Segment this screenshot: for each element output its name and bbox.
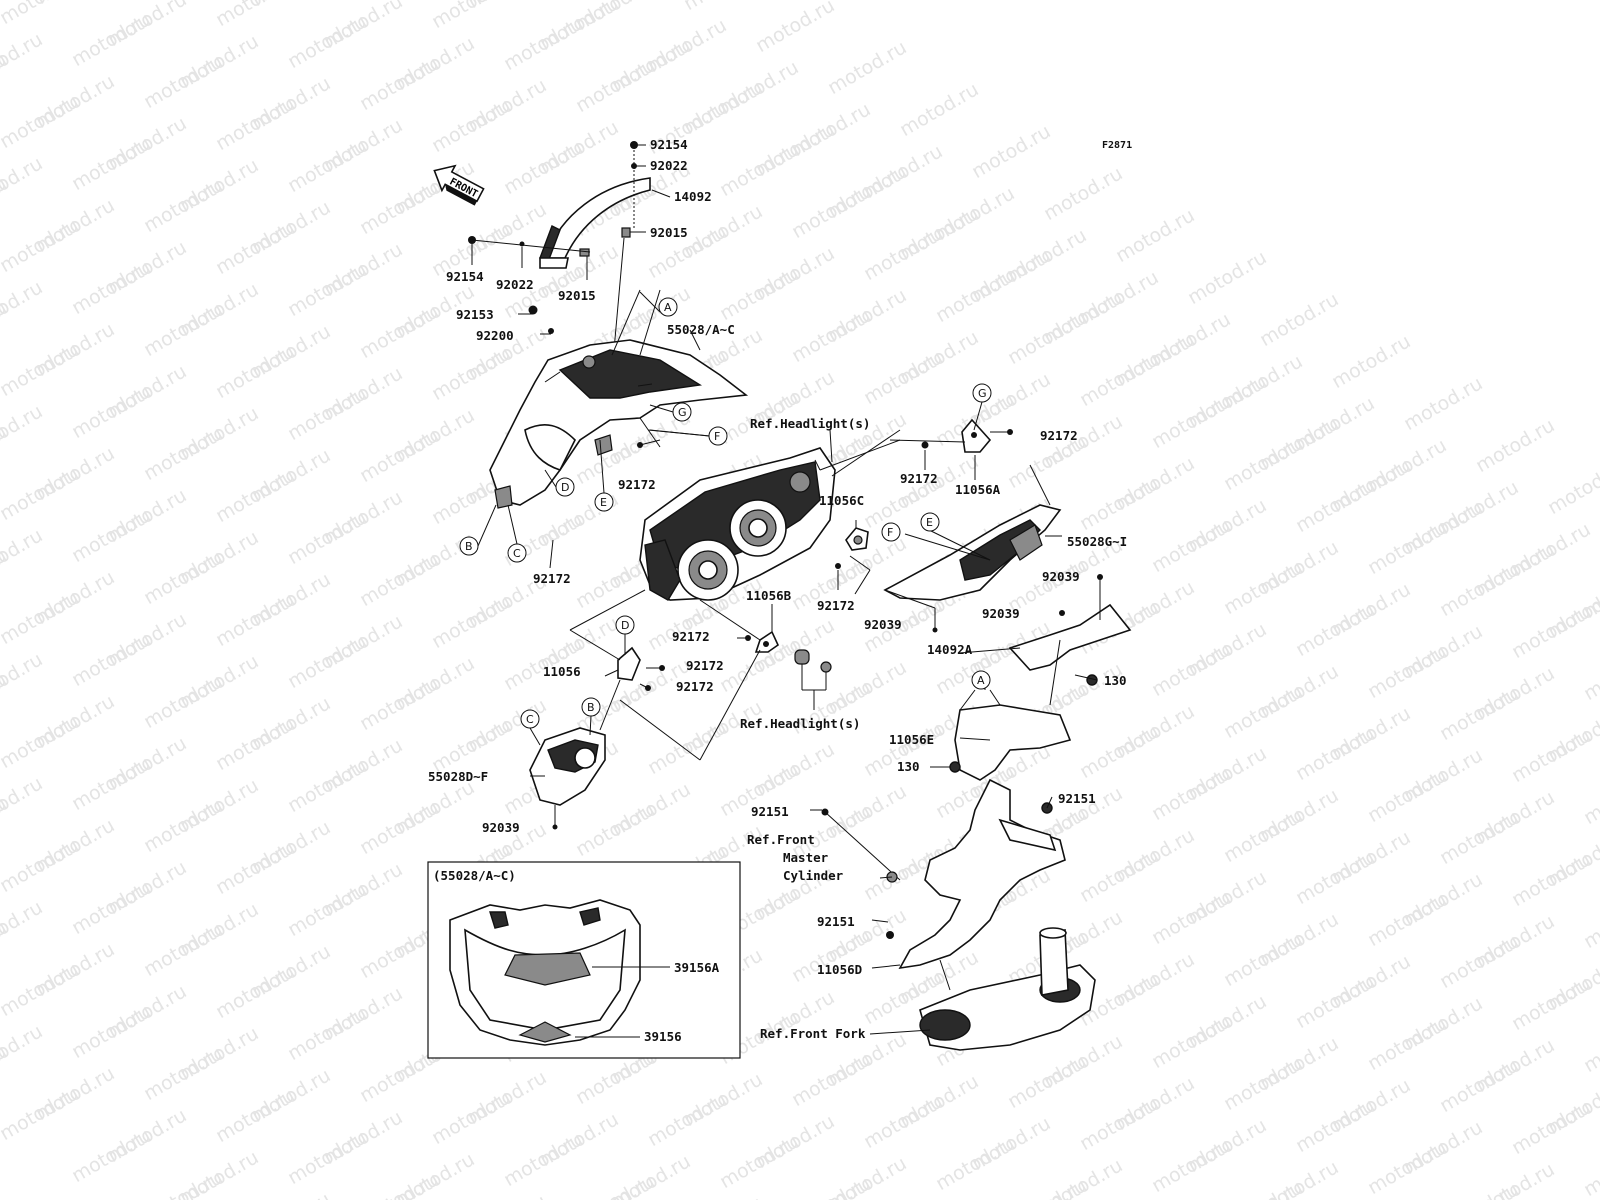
- fastener-set-top: [468, 141, 671, 351]
- cover-14092: [539, 177, 651, 269]
- label-11056d: 11056D: [817, 962, 862, 977]
- ref-headlight-bottom: Ref.Headlight(s): [740, 716, 860, 731]
- callout-c1-text: C: [513, 547, 521, 560]
- callout-e2-text: E: [926, 516, 933, 529]
- callout-a2-text: A: [977, 674, 985, 687]
- label-11056: 11056: [543, 664, 581, 679]
- label-92039-c: 92039: [864, 617, 902, 632]
- ref-front-master-cylinder-line2: Master: [783, 850, 829, 865]
- label-11056b: 11056B: [746, 588, 792, 603]
- callout-b1: B: [459, 536, 479, 556]
- label-92039-a: 92039: [1042, 569, 1080, 584]
- label-92172-c: 92172: [1040, 428, 1078, 443]
- callout-g2: G: [972, 383, 992, 403]
- label-92172-a: 92172: [618, 477, 656, 492]
- callout-c2: C: [520, 709, 540, 729]
- label-92172-b: 92172: [533, 571, 571, 586]
- callout-a1: A: [658, 297, 678, 317]
- callout-g1-text: G: [678, 406, 687, 419]
- label-55028d-f: 55028D~F: [428, 769, 488, 784]
- ref-front-master-cylinder-line1: Ref.Front: [747, 832, 815, 847]
- label-92151-c: 92151: [817, 914, 855, 929]
- label-92200: 92200: [476, 328, 514, 343]
- callout-f2-text: F: [887, 526, 893, 539]
- side-panel-55028d: [529, 727, 606, 830]
- label-11056c: 11056C: [819, 493, 864, 508]
- callout-f1-text: F: [714, 430, 720, 443]
- ref-headlight-top: Ref.Headlight(s): [750, 416, 870, 431]
- leader-lines: [477, 291, 1098, 969]
- bracket-11056b: [699, 599, 832, 710]
- label-11056a: 11056A: [955, 482, 1001, 497]
- label-92172-d: 92172: [900, 471, 938, 486]
- callout-circles: A G F D E B C G E F D A B C: [459, 297, 992, 729]
- callout-e1: E: [594, 492, 614, 512]
- label-92151-a: 92151: [1058, 791, 1096, 806]
- ref-front-fork: Ref.Front Fork: [760, 1026, 866, 1041]
- label-92015-top: 92015: [650, 225, 688, 240]
- callout-d2: D: [615, 615, 635, 635]
- label-92172-h: 92172: [676, 679, 714, 694]
- label-130-b: 130: [897, 759, 920, 774]
- callout-g2-text: G: [978, 387, 987, 400]
- callout-d1-text: D: [561, 481, 569, 494]
- front-arrow-icon: FRONT: [433, 164, 485, 206]
- inset-55028-detail: [427, 861, 741, 1059]
- label-92172-g: 92172: [686, 658, 724, 673]
- bracket-11056: [569, 589, 761, 761]
- label-14092: 14092: [674, 189, 712, 204]
- callout-f1: F: [708, 426, 728, 446]
- label-92154-top: 92154: [650, 137, 688, 152]
- figure-code: F2871: [1102, 140, 1132, 151]
- label-92039-b: 92039: [982, 606, 1020, 621]
- front-fork-bracket: [869, 927, 1096, 1051]
- side-cowl-55028g: [883, 464, 1062, 633]
- label-55028-ac: 55028/A~C: [667, 322, 735, 337]
- stay-11056d: [821, 778, 1066, 970]
- label-92015-left: 92015: [558, 288, 596, 303]
- callout-d2-text: D: [621, 619, 629, 632]
- label-92151-b: 92151: [751, 804, 789, 819]
- callout-a2: A: [971, 670, 991, 690]
- label-92172-e: 92172: [817, 598, 855, 613]
- callout-e1-text: E: [600, 496, 607, 509]
- ref-front-master-cylinder-line3: Cylinder: [783, 868, 844, 883]
- stay-11056e: [949, 639, 1072, 781]
- callout-d1: D: [555, 477, 575, 497]
- label-39156: 39156: [644, 1029, 682, 1044]
- callout-b2: B: [581, 697, 601, 717]
- callout-b1-text: B: [465, 540, 473, 553]
- label-92172-f: 92172: [672, 629, 710, 644]
- label-130-a: 130: [1104, 673, 1127, 688]
- callout-c1: C: [507, 543, 527, 563]
- cowl-stay-14092a: [1008, 574, 1132, 686]
- callout-c2-text: C: [526, 713, 534, 726]
- label-92153: 92153: [456, 307, 494, 322]
- callout-a1-text: A: [664, 301, 672, 314]
- label-92039-d: 92039: [482, 820, 520, 835]
- callout-f2: F: [881, 522, 901, 542]
- right-brackets: [819, 418, 1013, 595]
- label-92022-left: 92022: [496, 277, 534, 292]
- label-39156a: 39156A: [674, 960, 720, 975]
- label-92154-left: 92154: [446, 269, 484, 284]
- headlight-assembly: [639, 429, 901, 601]
- callout-b2-text: B: [587, 701, 595, 714]
- upper-cowl-55028: [489, 289, 749, 509]
- callout-g1: G: [672, 402, 692, 422]
- label-14092a: 14092A: [927, 642, 973, 657]
- label-55028g-i: 55028G~I: [1067, 534, 1127, 549]
- callout-e2: E: [920, 512, 940, 532]
- label-92022-top: 92022: [650, 158, 688, 173]
- inset-title: (55028/A~C): [433, 868, 516, 883]
- label-11056e: 11056E: [889, 732, 934, 747]
